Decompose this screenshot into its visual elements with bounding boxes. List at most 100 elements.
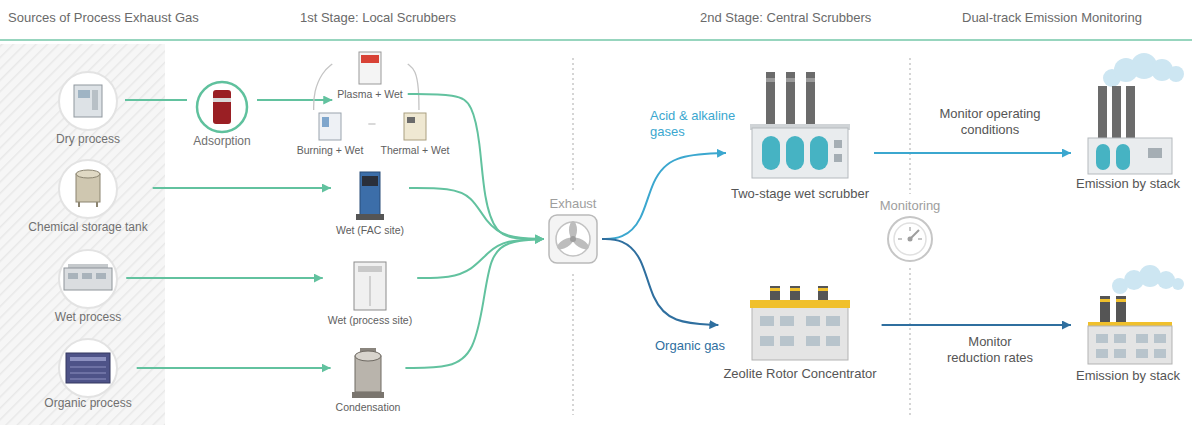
adsorption-icon	[213, 98, 231, 102]
condensation-icon	[355, 351, 381, 361]
zeolite-plant	[770, 288, 780, 291]
flow-connector	[368, 123, 375, 124]
adsorption-icon	[197, 82, 247, 132]
zeolite-plant	[806, 316, 820, 326]
flow-label: Organic gas	[655, 338, 755, 354]
emission-stack-icon	[1116, 299, 1126, 302]
emission-stack-icon	[1088, 138, 1172, 174]
icon-slot	[1127, 270, 1128, 368]
plasma-scrubber-icon	[359, 52, 381, 84]
emission-stack-icon	[1088, 326, 1172, 364]
zeolite-plant	[818, 286, 828, 302]
icon-slot	[329, 110, 330, 144]
gauge-icon	[894, 223, 926, 255]
thermal-scrubber-icon	[404, 113, 426, 140]
zeolite-plant	[750, 300, 850, 308]
gauge-icon	[918, 238, 922, 240]
flow-connector	[417, 239, 544, 278]
icon-slot	[87, 70, 88, 132]
wet-scrubber-icon	[356, 214, 384, 220]
stage-divider	[572, 58, 574, 190]
flow-label: Monitor operating conditions	[925, 106, 1055, 139]
node-caption: Wet (process site)	[328, 314, 412, 327]
exhaust-fan-icon	[556, 222, 590, 256]
zeolite-plant	[780, 336, 794, 346]
burning-scrubber-icon	[319, 113, 341, 140]
zeolite-plant	[750, 286, 850, 360]
zeolite-plant	[752, 304, 848, 360]
dry-process-icon	[92, 90, 98, 110]
storage-tank-icon	[96, 202, 98, 207]
wet-scrubber-plant	[786, 78, 795, 82]
local-scrubber: Condensation	[331, 345, 406, 416]
condensation-icon	[352, 348, 384, 398]
node-caption: Thermal + Wet	[381, 144, 450, 157]
emission-stack-icon	[1096, 144, 1110, 170]
wet-scrubber-plant	[750, 72, 850, 178]
flow-connector	[882, 324, 1071, 326]
stage-divider	[572, 274, 574, 415]
zeolite-plant	[790, 286, 800, 302]
burning-scrubber-icon	[322, 117, 329, 127]
icon-slot	[88, 340, 89, 396]
condensation-icon	[352, 392, 384, 398]
wet-scrubber-plant	[834, 154, 842, 162]
gauge-icon	[898, 238, 902, 240]
plasma-scrubber-icon	[361, 55, 379, 63]
organic-process-icon	[70, 357, 106, 361]
monitoring-gauge: Monitoring	[875, 198, 946, 266]
local-scrubber: Thermal + Wet	[376, 110, 455, 159]
zeolite-plant	[818, 288, 828, 291]
zeolite-plant	[760, 336, 774, 346]
exhaust-fan-icon	[570, 236, 576, 242]
flow-label: Acid & alkaline gases	[650, 108, 750, 141]
organic-process-icon	[70, 379, 106, 380]
emission-stack-icon	[1172, 278, 1184, 290]
node-caption: Condensation	[336, 401, 401, 414]
source-icon: Chemical storage tank	[23, 158, 152, 237]
wet-scrubber-plant	[786, 72, 795, 128]
storage-tank-icon	[76, 170, 100, 178]
dry-process-icon	[59, 72, 117, 130]
flow-connector	[153, 187, 331, 189]
wet-process-icon	[64, 268, 112, 290]
zeolite-plant	[790, 288, 800, 291]
emission-stack-icon	[1116, 144, 1130, 170]
dry-process-icon	[74, 85, 102, 117]
storage-tank-icon	[59, 160, 117, 218]
wet-scrubber-icon	[356, 172, 384, 220]
icon-slot	[1127, 60, 1128, 176]
gauge-icon	[888, 217, 932, 261]
wet-scrubber-plant	[762, 136, 780, 170]
node-caption: Exhaust	[550, 196, 597, 212]
organic-process-icon	[70, 373, 106, 374]
flow-connector	[405, 239, 544, 368]
column-heading: 2nd Stage: Central Scrubbers	[700, 10, 871, 26]
gauge-icon	[908, 237, 913, 242]
thermal-scrubber-icon	[407, 117, 415, 123]
emission-stack-icon	[1148, 148, 1162, 158]
emission-stack-icon	[1126, 86, 1135, 140]
flow-connector	[602, 239, 718, 325]
flow-connector	[408, 64, 419, 110]
adsorption-icon	[213, 90, 231, 124]
node-caption: Dry process	[56, 132, 120, 147]
wet-scrubber-icon	[354, 262, 386, 310]
zeolite-plant	[806, 336, 820, 346]
local-scrubber: Plasma + Wet	[332, 48, 407, 103]
flow-connector	[257, 99, 332, 101]
icon-slot	[222, 80, 223, 134]
exhaust-fan-icon	[549, 215, 597, 263]
icon-slot	[368, 345, 369, 401]
flow-connector	[125, 99, 187, 101]
organic-process-icon	[70, 367, 106, 368]
emission-stack-icon	[1154, 349, 1166, 358]
icon-slot	[799, 66, 800, 186]
wet-scrubber-plant	[766, 78, 775, 82]
zeolite-plant	[760, 316, 774, 326]
organic-process-icon	[59, 339, 117, 397]
flow-connector	[874, 152, 1071, 154]
central-scrubber: Two-stage wet scrubber	[726, 66, 874, 204]
organic-process-icon	[66, 353, 110, 383]
node-caption: Chemical storage tank	[28, 220, 147, 235]
